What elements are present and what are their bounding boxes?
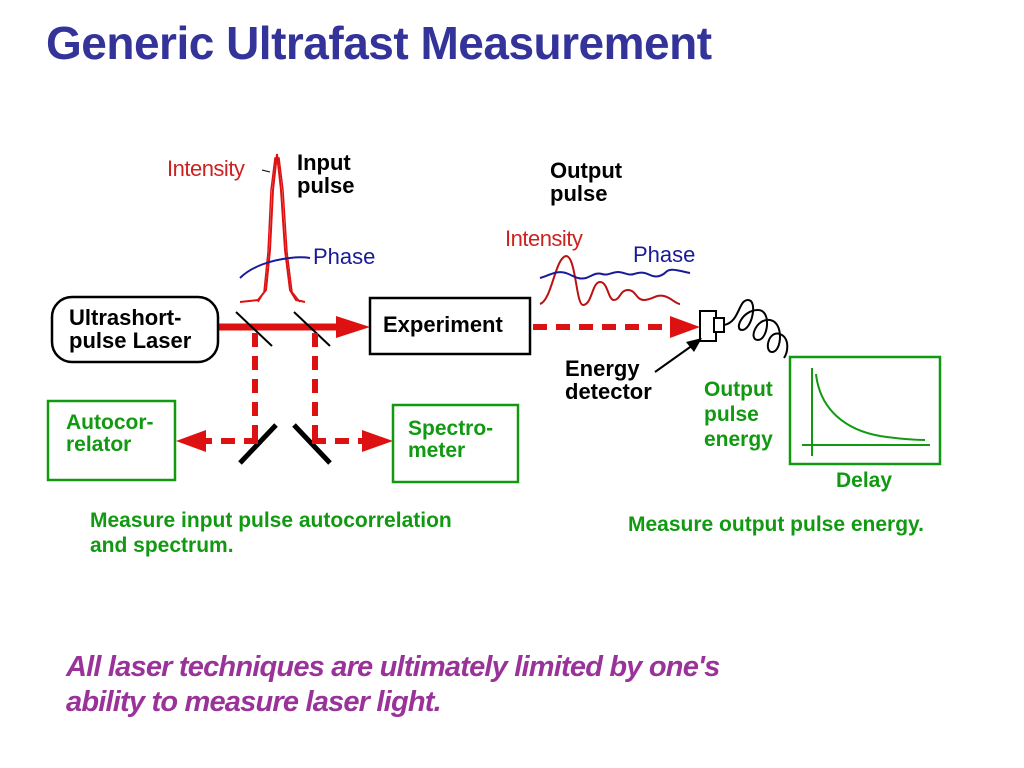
experiment-box [368,296,532,356]
input-phase-curve [239,256,311,279]
intensity-in-leader [261,169,271,173]
autocorrelator-label: Autocor- relator [66,411,154,457]
output-pulse-label: Output pulse [550,159,622,205]
phase-out-label: Phase [633,242,696,267]
caption-output-measurement: Measure output pulse energy. [628,513,924,536]
spectrometer-box [391,403,520,484]
laser-label: Ultrashort- pulse Laser [69,306,191,352]
energy-detector-label: Energy detector [565,357,652,403]
autocorrelator-line-2: relator [66,433,132,457]
delay-label: Delay [836,469,893,492]
input-pulse-line-2: pulse [297,173,355,199]
caption-left-line-2: and spectrum. [90,534,234,558]
page-title: Generic Ultrafast Measurement [46,17,712,69]
bottom-note: All laser techniques are ultimately limi… [66,650,926,720]
spectrometer-label: Spectro- meter [408,417,494,463]
laser-box [50,295,220,364]
spectrometer-arrowhead [362,430,393,452]
caption-left-line-1: Measure input pulse autocorrelation [90,509,452,532]
laser-line-2: pulse Laser [69,328,192,354]
output-energy-line-2: pulse [704,402,759,426]
laser-line-1: Ultrashort- [69,305,182,330]
output-energy-line-3: energy [704,427,773,451]
detector-arrowhead [670,316,700,338]
caption-input-measurement: Measure input pulse autocorrelation and … [90,508,452,558]
energy-decay-curve [815,373,926,441]
input-pulse-label: Input pulse [297,151,354,197]
output-pulse-line-2: pulse [550,181,608,207]
autocorrelator-arrowhead [176,430,206,452]
phase-in-label: Phase [313,244,376,269]
energy-detector-icon [699,298,789,359]
energy-detector-line-2: detector [565,379,652,405]
main-beam-arrowhead [336,316,370,338]
output-intensity-curve [539,254,681,307]
autocorrelator-box [46,399,177,482]
energy-detector-line-1: Energy [565,356,640,381]
autocorrelator-line-1: Autocor- [66,411,154,434]
output-energy-label: Output pulse energy [704,378,773,452]
output-energy-line-1: Output [704,378,773,401]
note-line-1: All laser techniques are ultimately limi… [66,651,720,683]
spectrometer-line-2: meter [408,439,466,463]
note-line-2: ability to measure laser light. [66,685,442,718]
spectrometer-line-1: Spectro- [408,417,494,440]
experiment-label: Experiment [383,312,503,337]
beamsplitter-1 [235,311,273,347]
intensity-in-label: Intensity [167,156,245,181]
beamsplitter-2 [293,311,331,347]
output-phase-curve [539,268,691,280]
intensity-out-label: Intensity [505,226,583,251]
output-pulse-line-1: Output [550,158,623,183]
energy-graph-box [788,355,942,466]
input-pulse-line-1: Input [297,150,351,175]
